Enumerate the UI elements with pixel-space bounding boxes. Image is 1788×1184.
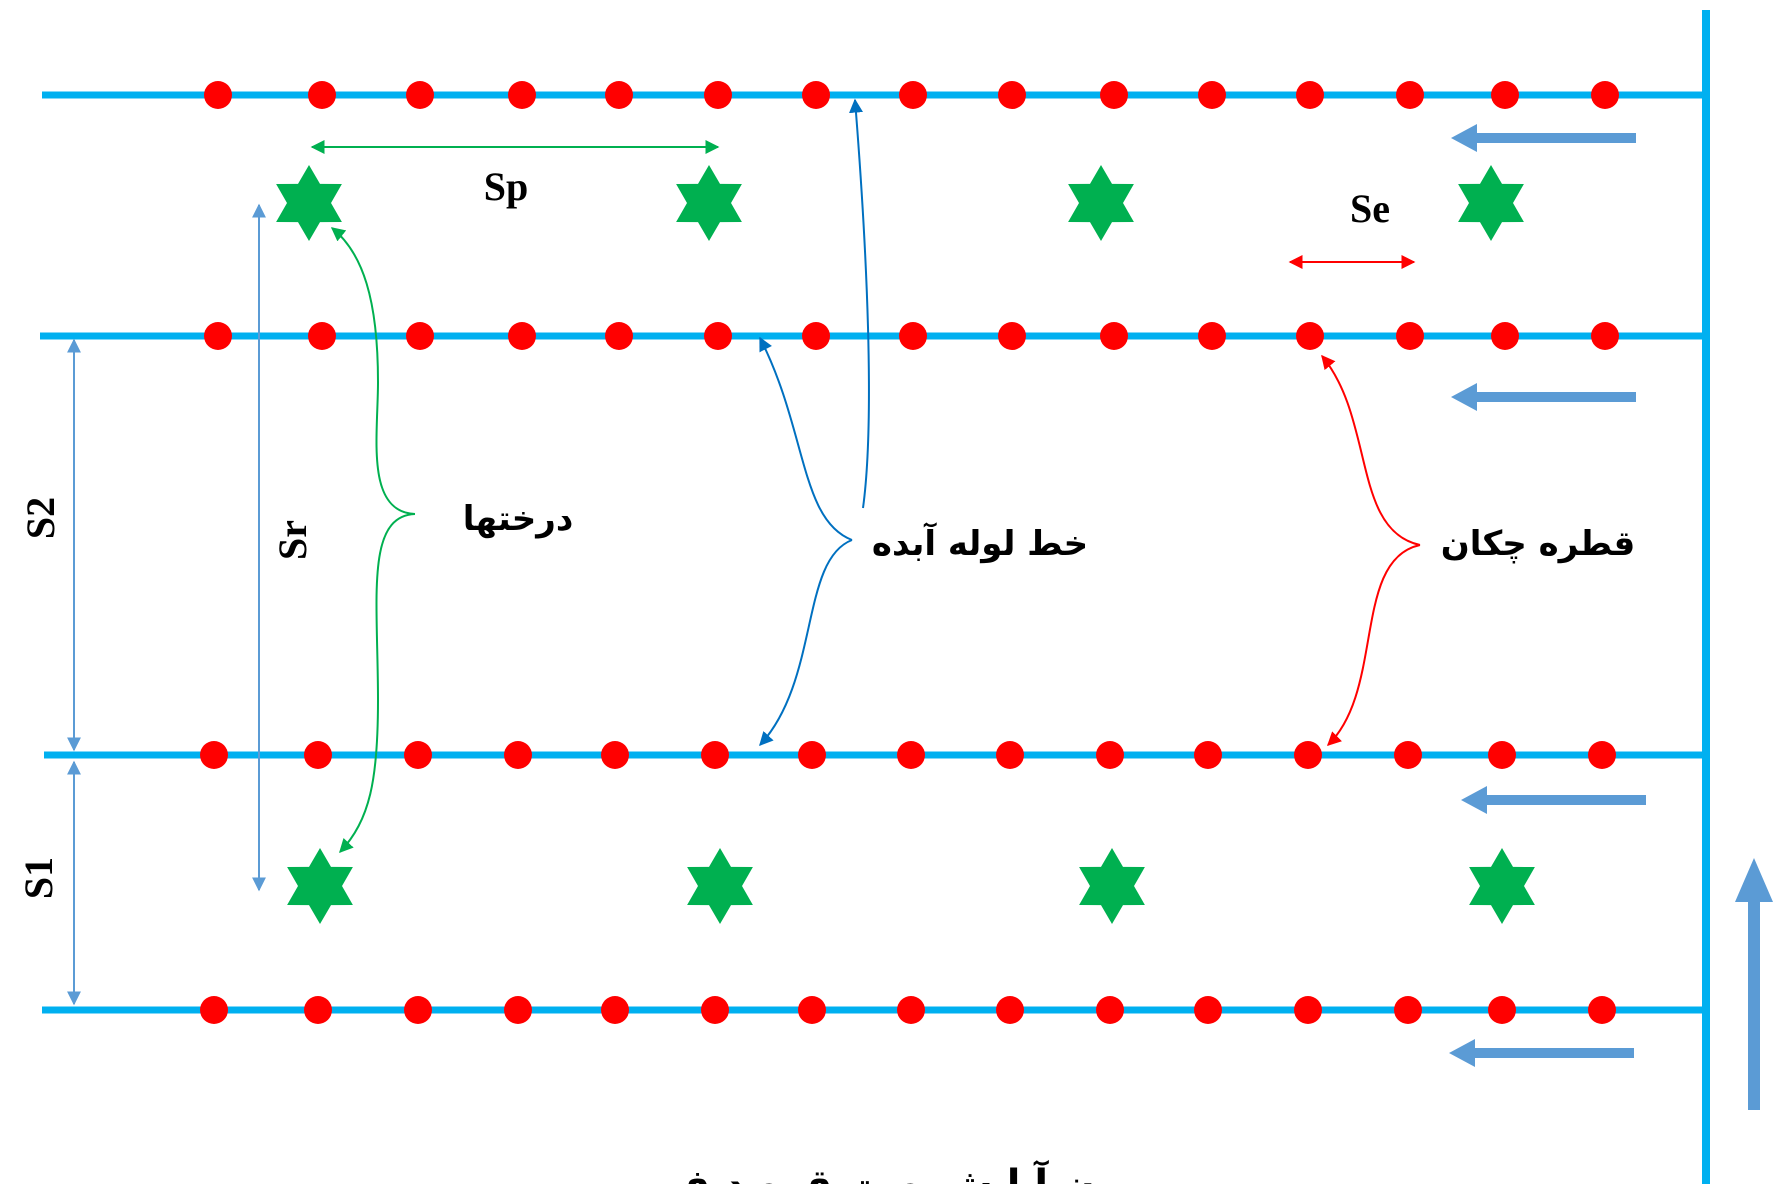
flow-arrow-4 [1449,1039,1634,1067]
emitter-callout-upper [1321,354,1421,546]
pipe-callout-lower [759,539,853,747]
red-dot-icon [1488,741,1516,769]
red-dot-icon [1294,996,1322,1024]
red-dot-icon [1198,81,1226,109]
red-dot-icon [508,81,536,109]
s2-label: S2 [18,497,63,539]
red-dot-icon [1396,81,1424,109]
red-dot-icon [1396,322,1424,350]
red-dot-icon [508,322,536,350]
red-dot-icon [802,81,830,109]
flow-arrow-3 [1461,786,1646,814]
green-star-icon [676,165,742,241]
red-dot-icon [404,741,432,769]
red-dot-icon [1194,996,1222,1024]
red-dot-icon [1096,996,1124,1024]
green-star-icon [276,165,342,241]
red-dot-icon [204,322,232,350]
red-dot-icon [1100,81,1128,109]
red-dot-icon [406,322,434,350]
red-dot-icon [1194,741,1222,769]
trees-callout-lower [339,513,416,854]
pipe-callout-top [849,98,870,509]
red-dot-icon [200,741,228,769]
red-dot-icon [601,741,629,769]
red-dot-icon [1096,741,1124,769]
trees-label: درختها [463,499,574,539]
green-star-icon [687,848,753,924]
emitter-callout-lower [1326,544,1421,746]
pipe-callout-middle [759,336,853,541]
red-dot-icon [998,322,1026,350]
caption: ن آ ا ش ه ت ق ه د ف [664,1159,1096,1184]
sp-label: Sp [484,164,529,209]
red-dot-icon [1296,81,1324,109]
sr-label: Sr [270,520,315,560]
red-dot-icon [1198,322,1226,350]
red-dot-icon [200,996,228,1024]
emitter-label: قطره چکان [1441,524,1636,564]
red-dot-icon [1100,322,1128,350]
flow-arrow-1 [1451,124,1636,152]
green-star-icon [1458,165,1524,241]
red-dot-icon [1491,81,1519,109]
red-dot-icon [304,996,332,1024]
trees [276,165,1535,924]
red-dot-icon [1588,741,1616,769]
red-dot-icon [1294,741,1322,769]
red-dot-icon [701,996,729,1024]
red-dot-icon [1591,322,1619,350]
green-star-icon [1079,848,1145,924]
red-dot-icon [308,322,336,350]
flow-arrows [1449,124,1773,1110]
red-dot-icon [897,996,925,1024]
red-dot-icon [704,81,732,109]
red-dot-icon [204,81,232,109]
emitters [200,81,1619,1024]
red-dot-icon [701,741,729,769]
trees-callout-upper [330,227,416,515]
red-dot-icon [897,741,925,769]
red-dot-icon [504,741,532,769]
red-dot-icon [605,81,633,109]
flow-arrow-2 [1451,383,1636,411]
red-dot-icon [899,81,927,109]
green-star-icon [287,848,353,924]
red-dot-icon [1588,996,1616,1024]
s1-label: S1 [16,857,61,899]
red-dot-icon [1491,322,1519,350]
lateral-pipe-label: خط لوله آبده [872,522,1088,564]
red-dot-icon [404,996,432,1024]
red-dot-icon [798,741,826,769]
red-dot-icon [406,81,434,109]
se-label: Se [1350,186,1390,231]
red-dot-icon [704,322,732,350]
red-dot-icon [1394,741,1422,769]
red-dot-icon [308,81,336,109]
red-dot-icon [1394,996,1422,1024]
red-dot-icon [996,996,1024,1024]
red-dot-icon [605,322,633,350]
red-dot-icon [304,741,332,769]
flow-arrow-main [1735,858,1773,1110]
green-star-icon [1469,848,1535,924]
green-star-icon [1068,165,1134,241]
dimensions [67,140,1416,1006]
red-dot-icon [1591,81,1619,109]
red-dot-icon [601,996,629,1024]
red-dot-icon [504,996,532,1024]
red-dot-icon [998,81,1026,109]
red-dot-icon [1488,996,1516,1024]
red-dot-icon [802,322,830,350]
red-dot-icon [899,322,927,350]
red-dot-icon [798,996,826,1024]
red-dot-icon [996,741,1024,769]
callouts [330,98,1421,854]
red-dot-icon [1296,322,1324,350]
